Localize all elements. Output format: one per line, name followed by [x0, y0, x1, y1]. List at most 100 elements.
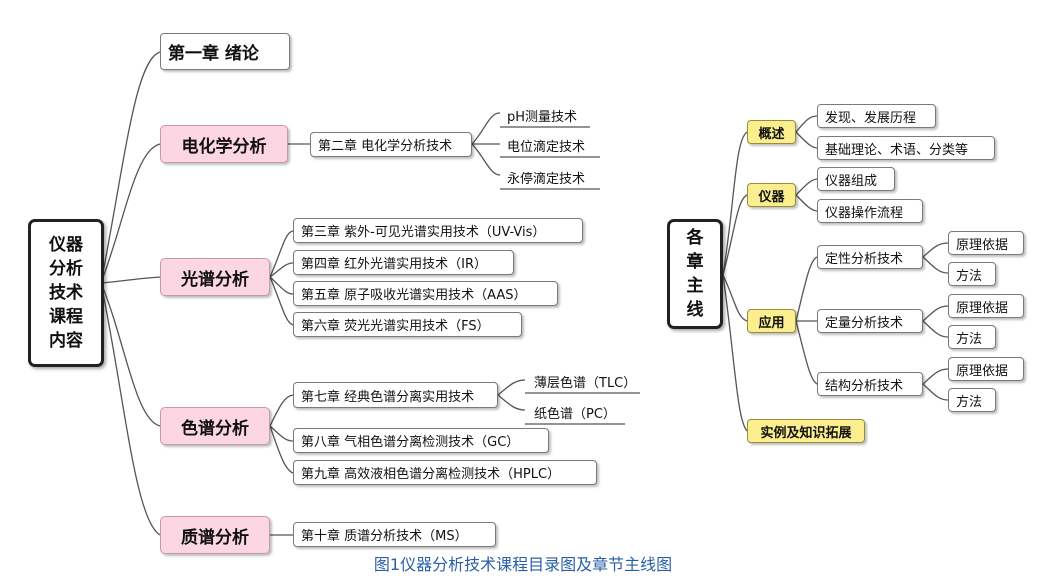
connector	[795, 194, 818, 212]
chapter-9-node: 第九章 高效液相色谱分离检测技术（HPLC）	[293, 460, 597, 485]
chapter-7-label: 第七章 经典色谱分离实用技术	[301, 389, 475, 405]
chapter-5-node: 第五章 原子吸收光谱实用技术（AAS）	[293, 281, 558, 306]
chapter-1-node: 第一章 绪论	[160, 33, 290, 70]
qualitative-method: 方法	[948, 262, 996, 286]
leaf-tlc: 薄层色谱（TLC）	[532, 370, 638, 392]
connector	[795, 256, 818, 322]
group-qualitative-label: 定性分析技术	[825, 251, 904, 267]
connector	[922, 320, 949, 338]
connector	[471, 143, 501, 176]
instrument-child-1: 仪器组成	[817, 167, 895, 191]
connector	[795, 178, 818, 196]
group-structural: 结构分析技术	[817, 372, 923, 396]
chapter-3-label: 第三章 紫外-可见光谱实用技术（UV-Vis）	[301, 225, 546, 240]
chapter-3-node: 第三章 紫外-可见光谱实用技术（UV-Vis）	[293, 218, 583, 243]
right-root-label: 各章主线	[686, 228, 704, 320]
overview-child-1-label: 发现、发展历程	[825, 110, 917, 126]
category-electrochem-label: 电化学分析	[181, 136, 267, 157]
quantitative-method: 方法	[948, 325, 996, 349]
connector	[795, 131, 818, 149]
branch-examples: 实例及知识拓展	[747, 419, 865, 443]
leaf-deadstop-label: 永停滴定技术	[507, 171, 586, 187]
connector	[722, 194, 748, 276]
connector	[922, 383, 949, 401]
group-quantitative: 定量分析技术	[817, 309, 923, 333]
connector	[795, 320, 818, 385]
connector	[922, 242, 949, 258]
instrument-child-2-label: 仪器操作流程	[825, 205, 904, 221]
connector	[100, 51, 161, 284]
connector	[269, 262, 294, 278]
branch-instrument-label: 仪器	[758, 189, 785, 205]
structural-method-label: 方法	[956, 394, 983, 410]
branch-instrument: 仪器	[747, 183, 796, 207]
group-structural-label: 结构分析技术	[825, 378, 904, 394]
quantitative-principle-label: 原理依据	[956, 300, 1009, 316]
connector	[100, 276, 161, 284]
connector	[722, 274, 748, 322]
connector	[100, 282, 161, 536]
group-quantitative-label: 定量分析技术	[825, 315, 904, 331]
branch-application-label: 应用	[758, 315, 785, 331]
right-root-node: 各章主线	[667, 219, 723, 329]
connector	[722, 131, 748, 276]
qualitative-method-label: 方法	[956, 268, 983, 284]
chapter-4-label: 第四章 红外光谱实用技术（IR）	[301, 257, 487, 272]
connector	[497, 379, 526, 396]
connector	[922, 305, 949, 322]
leaf-tlc-label: 薄层色谱（TLC）	[534, 375, 637, 391]
connector	[497, 394, 526, 411]
instrument-child-1-label: 仪器组成	[825, 173, 878, 189]
structural-principle: 原理依据	[948, 357, 1024, 381]
connector	[100, 143, 161, 284]
chapter-2-node: 第二章 电化学分析技术	[310, 132, 472, 157]
chapter-4-node: 第四章 红外光谱实用技术（IR）	[293, 250, 514, 275]
leaf-potentiometric-label: 电位滴定技术	[507, 139, 586, 155]
category-mass: 质谱分析	[160, 516, 270, 554]
structural-method: 方法	[948, 388, 996, 412]
leaf-ph: pH测量技术	[505, 104, 579, 126]
left-root-label: 仪器分析技术课程内容	[49, 235, 83, 351]
branch-overview-label: 概述	[758, 126, 785, 142]
chapter-2-label: 第二章 电化学分析技术	[318, 139, 453, 154]
group-qualitative: 定性分析技术	[817, 245, 923, 269]
category-chroma: 色谱分析	[160, 407, 270, 445]
connector	[269, 276, 294, 295]
category-spectro: 光谱分析	[160, 258, 270, 296]
chapter-6-node: 第六章 荧光光谱实用技术（FS）	[293, 312, 522, 337]
branch-examples-label: 实例及知识拓展	[760, 425, 852, 441]
qualitative-principle-label: 原理依据	[956, 237, 1009, 253]
connector	[269, 425, 294, 442]
chapter-9-label: 第九章 高效液相色谱分离检测技术（HPLC）	[301, 467, 561, 482]
chapter-8-node: 第八章 气相色谱分离检测技术（GC）	[293, 428, 549, 453]
branch-overview: 概述	[747, 120, 796, 144]
chapter-8-label: 第八章 气相色谱分离检测技术（GC）	[301, 435, 520, 450]
category-chroma-label: 色谱分析	[181, 418, 249, 439]
chapter-7-node: 第七章 经典色谱分离实用技术	[293, 382, 498, 408]
leaf-ph-label: pH测量技术	[507, 109, 578, 125]
quantitative-principle: 原理依据	[948, 294, 1024, 318]
branch-application: 应用	[747, 309, 796, 333]
connector	[795, 115, 818, 133]
chapter-5-label: 第五章 原子吸收光谱实用技术（AAS）	[301, 288, 527, 303]
leaf-pc: 纸色谱（PC）	[532, 401, 618, 423]
connector	[269, 276, 294, 326]
quantitative-method-label: 方法	[956, 331, 983, 347]
category-electrochem: 电化学分析	[160, 125, 288, 163]
figure-caption: 图1仪器分析技术课程目录图及章节主线图	[373, 555, 673, 574]
left-root-node: 仪器分析技术课程内容	[28, 219, 104, 367]
leaf-deadstop: 永停滴定技术	[505, 166, 587, 188]
connector	[471, 112, 501, 145]
connector	[722, 274, 748, 432]
category-spectro-label: 光谱分析	[181, 269, 249, 290]
leaf-pc-label: 纸色谱（PC）	[534, 406, 616, 422]
chapter-10-node: 第十章 质谱分析技术（MS）	[293, 522, 496, 547]
connector	[922, 256, 949, 274]
structural-principle-label: 原理依据	[956, 363, 1009, 379]
connector	[922, 368, 949, 385]
chapter-1-label: 第一章 绪论	[168, 44, 259, 64]
category-mass-label: 质谱分析	[181, 527, 249, 548]
overview-child-2: 基础理论、术语、分类等	[817, 136, 995, 160]
